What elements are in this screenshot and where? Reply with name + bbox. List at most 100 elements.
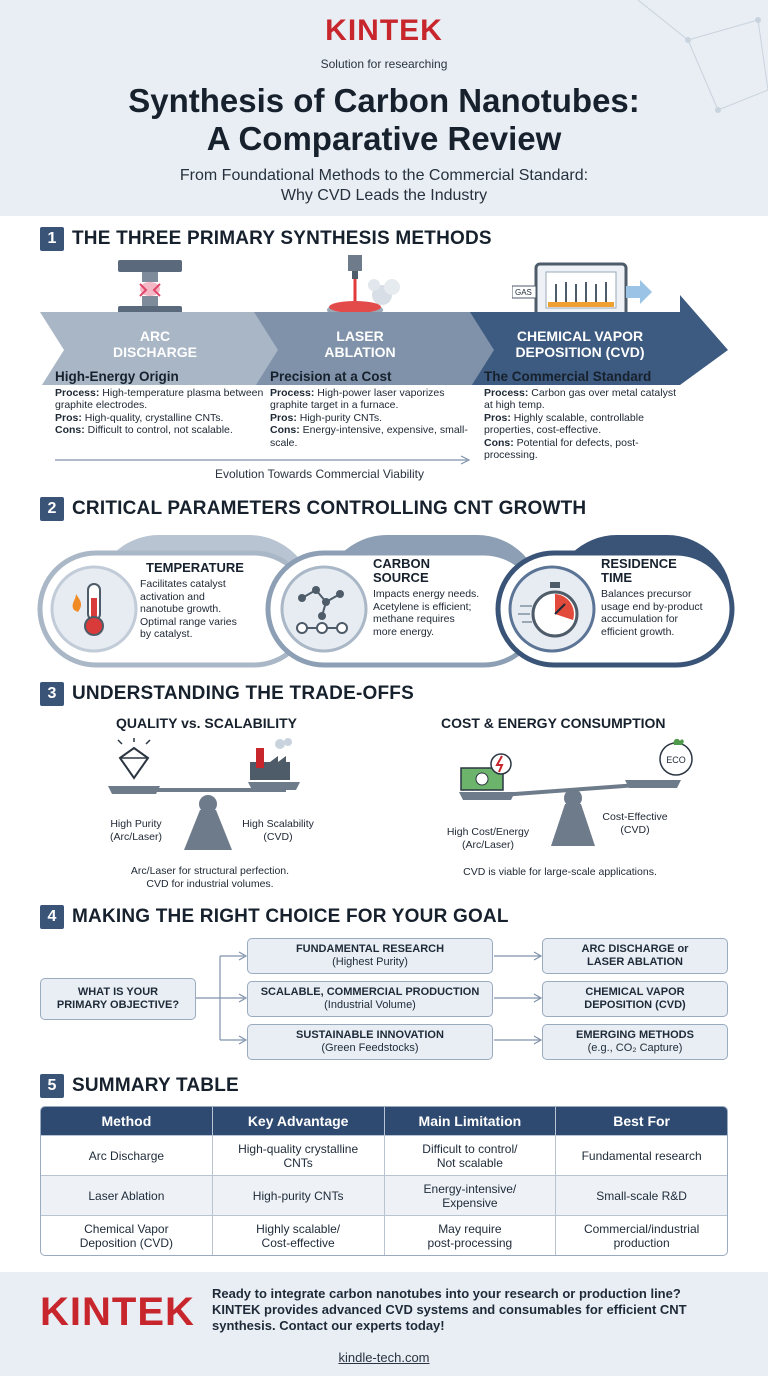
goal-sustainable-innovation: SUSTAINABLE INNOVATION (Green Feedstocks… xyxy=(247,1024,493,1060)
title-line: CARBON xyxy=(373,556,431,571)
result-line: ARC DISCHARGE or xyxy=(581,943,689,955)
process-label: Process: xyxy=(270,386,315,399)
cell-text: Small-scale R&D xyxy=(596,1188,687,1203)
page-title-line1: Synthesis of Carbon Nanotubes: xyxy=(128,82,640,119)
cell-text: High-quality crystalline xyxy=(238,1141,359,1156)
network-decoration-icon xyxy=(637,0,768,113)
label-line: (CVD) xyxy=(263,830,293,843)
footer-brand-logo: KINTEK xyxy=(40,1290,195,1334)
header-band xyxy=(0,0,768,216)
method-heading: The Commercial Standard xyxy=(484,369,652,384)
param-title-carbon-source: CARBON SOURCE xyxy=(373,557,430,585)
cta-line: Ready to integrate carbon nanotubes into… xyxy=(212,1286,681,1301)
page-title-line2: A Comparative Review xyxy=(206,120,562,157)
label-line: High Purity xyxy=(110,818,162,830)
page-subtitle-line2: Why CVD Leads the Industry xyxy=(280,187,488,204)
label-line: High Cost/Energy xyxy=(446,826,530,838)
table-cell: High-purity CNTs xyxy=(213,1176,385,1215)
param-title-residence-time: RESIDENCE TIME xyxy=(601,557,677,585)
quality-balance-scale-icon xyxy=(108,738,300,850)
section-title: SUMMARY TABLE xyxy=(72,1075,239,1096)
cell-text: Fundamental research xyxy=(581,1148,702,1163)
table-header-row: Method Key Advantage Main Limitation Bes… xyxy=(41,1107,727,1135)
desc-line: efficient growth. xyxy=(601,625,675,638)
tradeoff-heading-quality: QUALITY vs. SCALABILITY xyxy=(116,715,297,731)
result-emerging-methods: EMERGING METHODS (e.g., CO₂ Capture) xyxy=(542,1024,728,1060)
section-number: 2 xyxy=(40,497,64,521)
section-title: UNDERSTANDING THE TRADE-OFFS xyxy=(72,683,414,704)
param-desc-residence-time: Balances precursor usage end by-product … xyxy=(601,588,703,638)
cell-text: May require xyxy=(438,1221,502,1236)
cons-text: Potential for defects, post-processing. xyxy=(484,436,639,462)
stopwatch-icon xyxy=(518,582,579,638)
cell-text: High-purity CNTs xyxy=(252,1188,344,1203)
goal-title: FUNDAMENTAL RESEARCH xyxy=(295,943,445,955)
footer-band xyxy=(0,1272,768,1376)
desc-line: Optimal range varies xyxy=(140,615,237,628)
table-cell: Laser Ablation xyxy=(41,1176,213,1215)
process-label: Process: xyxy=(55,386,100,399)
section-2-heading: 2 CRITICAL PARAMETERS CONTROLLING CNT GR… xyxy=(40,497,586,521)
desc-line: Facilitates catalyst xyxy=(140,578,226,590)
method-cvd: The Commercial Standard Process: Carbon … xyxy=(484,369,684,462)
label-line: (CVD) xyxy=(620,823,650,836)
label-line: Cost-Effective xyxy=(602,811,668,823)
cons-label: Cons: xyxy=(270,424,300,436)
cta-line: synthesis. Contact our experts today! xyxy=(212,1318,445,1333)
title-line: TIME xyxy=(601,570,633,585)
pros-label: Pros: xyxy=(55,411,82,424)
quality-label-left: High Purity (Arc/Laser) xyxy=(96,818,176,843)
result-line: LASER ABLATION xyxy=(587,956,683,968)
cell-text: Chemical Vapor xyxy=(84,1221,169,1236)
table-cell: Small-scale R&D xyxy=(556,1176,727,1215)
arrow-label-line1: ARC xyxy=(139,328,171,344)
desc-line: by catalyst. xyxy=(140,628,193,640)
section-1-heading: 1 THE THREE PRIMARY SYNTHESIS METHODS xyxy=(40,227,492,251)
arrow-label-line1: CHEMICAL VAPOR xyxy=(516,328,644,344)
method-process: Process: High-temperature plasma between… xyxy=(55,387,265,412)
process-text: Carbon gas over metal catalyst at high t… xyxy=(484,386,677,412)
cell-text: Arc Discharge xyxy=(88,1148,165,1163)
table-cell: Difficult to control/Not scalable xyxy=(385,1136,557,1175)
method-pros: Pros: High-purity CNTs. xyxy=(270,412,475,425)
arrow-label-line2: DISCHARGE xyxy=(112,344,197,360)
goal-commercial-production: SCALABLE, COMMERCIAL PRODUCTION (Industr… xyxy=(247,981,493,1017)
method-cons: Cons: Difficult to control, not scalable… xyxy=(55,424,265,437)
question-line: WHAT IS YOUR xyxy=(77,986,159,998)
desc-line: methane requires xyxy=(373,613,455,625)
brand-tagline: Solution for researching xyxy=(320,57,448,71)
desc-line: accumulation for xyxy=(601,613,679,625)
molecule-icon xyxy=(296,586,348,634)
cost-note: CVD is viable for large-scale applicatio… xyxy=(463,866,657,878)
method-laser-ablation: Precision at a Cost Process: High-power … xyxy=(270,369,475,449)
cvd-chamber-icon: GAS xyxy=(512,262,652,318)
label-line: (Arc/Laser) xyxy=(462,838,514,851)
cons-label: Cons: xyxy=(55,424,85,436)
method-arc-discharge: High-Energy Origin Process: High-tempera… xyxy=(55,370,265,437)
brand-logo: KINTEK xyxy=(325,14,443,47)
desc-line: usage end by-product xyxy=(601,600,703,613)
goal-fundamental-research: FUNDAMENTAL RESEARCH (Highest Purity) xyxy=(247,938,493,974)
section-4-heading: 4 MAKING THE RIGHT CHOICE FOR YOUR GOAL xyxy=(40,905,509,929)
note-line: Arc/Laser for structural perfection. xyxy=(130,865,290,877)
cost-label-right: Cost-Effective (CVD) xyxy=(585,811,685,836)
desc-line: Balances precursor xyxy=(601,588,692,600)
website-link[interactable]: kindle-tech.com xyxy=(338,1350,430,1365)
arrow-label-line2: DEPOSITION (CVD) xyxy=(515,344,645,360)
goal-title: SCALABLE, COMMERCIAL PRODUCTION xyxy=(260,986,480,998)
result-line: (e.g., CO₂ Capture) xyxy=(587,1042,683,1054)
method-heading: Precision at a Cost xyxy=(270,369,392,384)
quality-label-right: High Scalability (CVD) xyxy=(228,818,328,843)
quality-note: Arc/Laser for structural perfection. CVD… xyxy=(60,865,360,891)
section-title: MAKING THE RIGHT CHOICE FOR YOUR GOAL xyxy=(72,906,509,927)
page-title: Synthesis of Carbon Nanotubes: A Compara… xyxy=(0,82,768,158)
parameters-pills xyxy=(37,535,735,668)
pros-text: High-purity CNTs. xyxy=(296,411,383,424)
method-pros: Pros: High-quality, crystalline CNTs. xyxy=(55,412,265,425)
note-line: CVD for industrial volumes. xyxy=(146,878,274,890)
label-line: High Scalability xyxy=(242,818,314,830)
